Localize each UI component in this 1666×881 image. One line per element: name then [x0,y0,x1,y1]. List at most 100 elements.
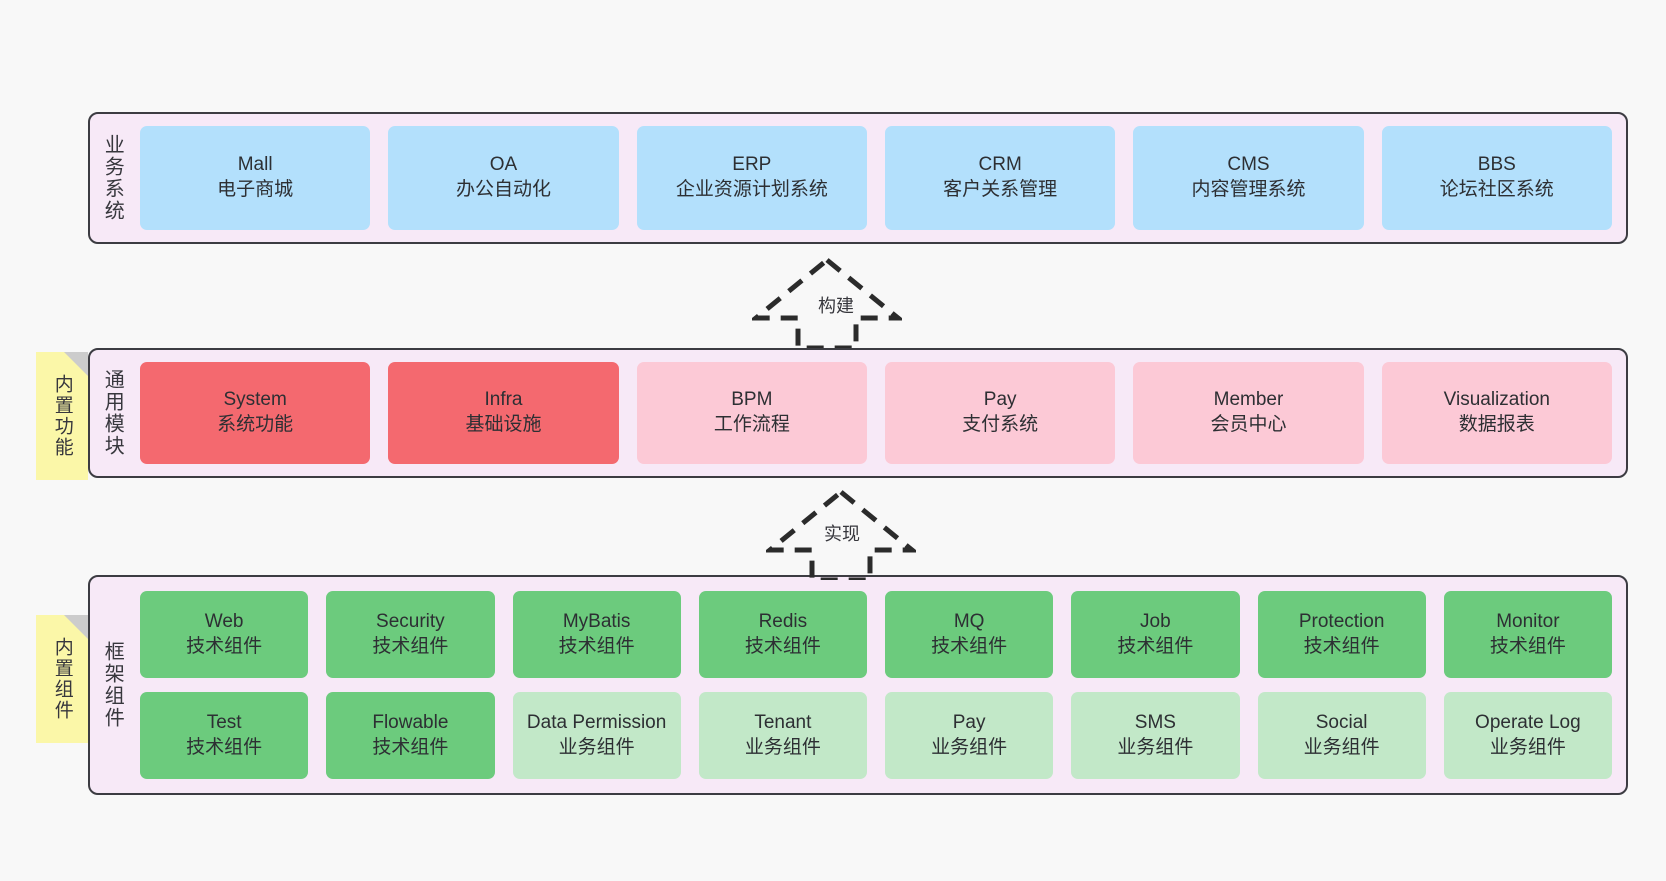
card-web[interactable]: Web 技术组件 [140,591,309,678]
layer-title-business-system: 业务系统 [101,134,124,222]
card-title-cn: 业务组件 [1303,736,1380,758]
card-title-cn: 技术组件 [1303,635,1380,657]
card-title-en: Social [1315,711,1368,733]
card-title-en: Test [206,711,242,733]
card-tenant[interactable]: Tenant 业务组件 [698,692,867,779]
card-title-cn: 业务组件 [558,736,635,758]
card-title-cn: 技术组件 [186,736,263,758]
card-title-en: Monitor [1496,610,1560,632]
card-infra[interactable]: Infra 基础设施 [388,362,619,464]
note-label: 内置功能 [51,374,73,458]
card-title-en: MyBatis [562,610,631,632]
card-title-en: SMS [1134,711,1176,733]
note-label: 内置组件 [51,637,73,721]
card-social[interactable]: Social 业务组件 [1257,692,1426,779]
card-title-en: ERP [732,154,772,176]
card-title-en: System [223,389,287,411]
card-redis[interactable]: Redis 技术组件 [698,591,867,678]
card-data-permission[interactable]: Data Permission 业务组件 [512,692,681,779]
card-row: Web 技术组件 Security 技术组件 MyBatis 技术组件 Redi… [140,591,1612,678]
card-title-en: Tenant [754,711,812,733]
arrow-label-build: 构建 [818,296,854,316]
card-job[interactable]: Job 技术组件 [1071,591,1240,678]
generalization-arrow-implement [762,488,920,583]
card-title-cn: 业务组件 [1117,736,1194,758]
card-title-en: Security [376,610,445,632]
card-title-en: CRM [978,154,1022,176]
layer-framework-component: 框架组件 Web 技术组件 Security 技术组件 MyBatis 技术组件… [88,575,1628,795]
card-bbs[interactable]: BBS 论坛社区系统 [1381,126,1612,230]
card-test[interactable]: Test 技术组件 [140,692,309,779]
card-title-cn: 技术组件 [558,635,635,657]
card-security[interactable]: Security 技术组件 [326,591,495,678]
card-title-cn: 技术组件 [931,635,1008,657]
card-oa[interactable]: OA 办公自动化 [388,126,619,230]
card-protection[interactable]: Protection 技术组件 [1257,591,1426,678]
card-mq[interactable]: MQ 技术组件 [885,591,1054,678]
card-title-en: Mall [237,154,273,176]
card-title-en: MQ [953,610,985,632]
card-title-cn: 企业资源计划系统 [675,179,828,200]
card-erp[interactable]: ERP 企业资源计划系统 [636,126,867,230]
card-bpm[interactable]: BPM 工作流程 [636,362,867,464]
card-title-cn: 基础设施 [465,414,542,435]
card-title-cn: 支付系统 [962,414,1039,435]
card-title-cn: 数据报表 [1458,414,1535,435]
card-title-en: Member [1213,389,1284,411]
card-title-cn: 技术组件 [744,635,821,657]
card-flowable[interactable]: Flowable 技术组件 [326,692,495,779]
card-title-cn: 技术组件 [372,635,449,657]
card-crm[interactable]: CRM 客户关系管理 [884,126,1116,230]
card-title-cn: 技术组件 [1489,635,1566,657]
card-title-cn: 业务组件 [931,736,1008,758]
card-mybatis[interactable]: MyBatis 技术组件 [512,591,681,678]
card-sms[interactable]: SMS 业务组件 [1071,692,1240,779]
layer-title-framework-component: 框架组件 [101,641,124,729]
sticky-note-builtin-function: 内置功能 [36,352,88,480]
card-title-cn: 论坛社区系统 [1439,179,1554,200]
generalization-arrow-build [748,256,906,351]
card-title-cn: 内容管理系统 [1191,179,1306,200]
card-title-cn: 技术组件 [372,736,449,758]
card-title-en: Infra [484,389,523,411]
card-title-cn: 客户关系管理 [943,179,1058,200]
card-title-en: Pay [983,389,1017,411]
card-title-cn: 办公自动化 [455,179,551,200]
card-title-en: BBS [1477,154,1516,176]
card-row: Mall 电子商城 OA 办公自动化 ERP 企业资源计划系统 CRM 客户关系… [140,126,1612,230]
card-pay[interactable]: Pay 支付系统 [884,362,1116,464]
card-monitor[interactable]: Monitor 技术组件 [1443,591,1612,678]
card-row: Test 技术组件 Flowable 技术组件 Data Permission … [140,692,1612,779]
card-mall[interactable]: Mall 电子商城 [140,126,371,230]
card-cms[interactable]: CMS 内容管理系统 [1133,126,1364,230]
card-title-en: Job [1140,610,1171,632]
card-visualization[interactable]: Visualization 数据报表 [1381,362,1612,464]
card-title-cn: 电子商城 [217,179,294,200]
card-grid-common-module: System 系统功能 Infra 基础设施 BPM 工作流程 Pay 支付系统… [134,350,1626,476]
card-title-cn: 技术组件 [186,635,263,657]
card-title-cn: 系统功能 [217,414,294,435]
card-title-cn: 会员中心 [1210,414,1287,435]
card-row: System 系统功能 Infra 基础设施 BPM 工作流程 Pay 支付系统… [140,362,1612,464]
card-title-en: Operate Log [1475,711,1581,733]
card-title-cn: 技术组件 [1117,635,1194,657]
card-title-en: Flowable [372,711,449,733]
card-title-en: Pay [952,711,986,733]
arrow-label-implement: 实现 [824,524,860,544]
card-title-cn: 业务组件 [744,736,821,758]
note-fold-corner-icon [64,352,88,376]
card-title-en: Data Permission [526,711,667,733]
card-pay-business[interactable]: Pay 业务组件 [885,692,1054,779]
card-member[interactable]: Member 会员中心 [1133,362,1364,464]
card-operate-log[interactable]: Operate Log 业务组件 [1443,692,1612,779]
layer-common-module: 通用模块 System 系统功能 Infra 基础设施 BPM 工作流程 Pay… [88,348,1628,478]
layer-business-system: 业务系统 Mall 电子商城 OA 办公自动化 ERP 企业资源计划系统 CRM… [88,112,1628,244]
card-title-en: OA [489,154,518,176]
card-title-en: CMS [1227,154,1270,176]
card-title-cn: 业务组件 [1489,736,1566,758]
card-title-en: Visualization [1443,389,1550,411]
card-title-en: Redis [758,610,808,632]
card-title-en: BPM [731,389,773,411]
card-system[interactable]: System 系统功能 [140,362,371,464]
